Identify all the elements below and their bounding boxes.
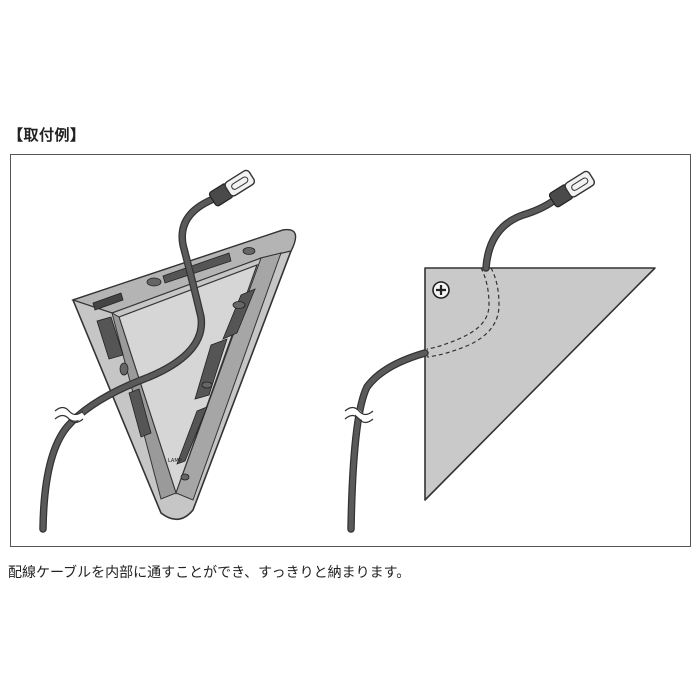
usb-c-connector-icon <box>548 170 596 208</box>
hole-icon <box>119 362 129 376</box>
hole-icon <box>180 473 190 481</box>
hole-icon <box>201 381 213 389</box>
hole-icon <box>146 277 162 287</box>
slot-icon <box>162 252 232 284</box>
bracket-badge-text: LAMP <box>168 458 182 464</box>
cover-plate <box>424 267 656 501</box>
covered-bracket <box>424 267 656 501</box>
open-bracket: LAMP <box>71 228 297 521</box>
slot-icon <box>96 316 124 360</box>
bracket-right-rib <box>175 252 282 501</box>
diagram-frame: LAMP <box>10 154 691 547</box>
hole-icon <box>242 247 256 255</box>
slot-icon <box>92 292 124 311</box>
slot-icon <box>128 388 152 438</box>
usb-c-connector-icon <box>208 169 256 207</box>
installation-diagram: LAMP <box>39 169 656 533</box>
slot-icon <box>176 406 208 465</box>
hole-icon <box>232 301 246 309</box>
left-cable <box>39 169 256 533</box>
slot-icon <box>222 288 256 340</box>
screw-icon <box>432 281 450 299</box>
section-title: 【取付例】 <box>8 126 86 144</box>
caption-text: 配線ケーブルを内部に通すことができ、すっきりと納まります。 <box>8 565 411 581</box>
right-cable <box>343 170 596 533</box>
